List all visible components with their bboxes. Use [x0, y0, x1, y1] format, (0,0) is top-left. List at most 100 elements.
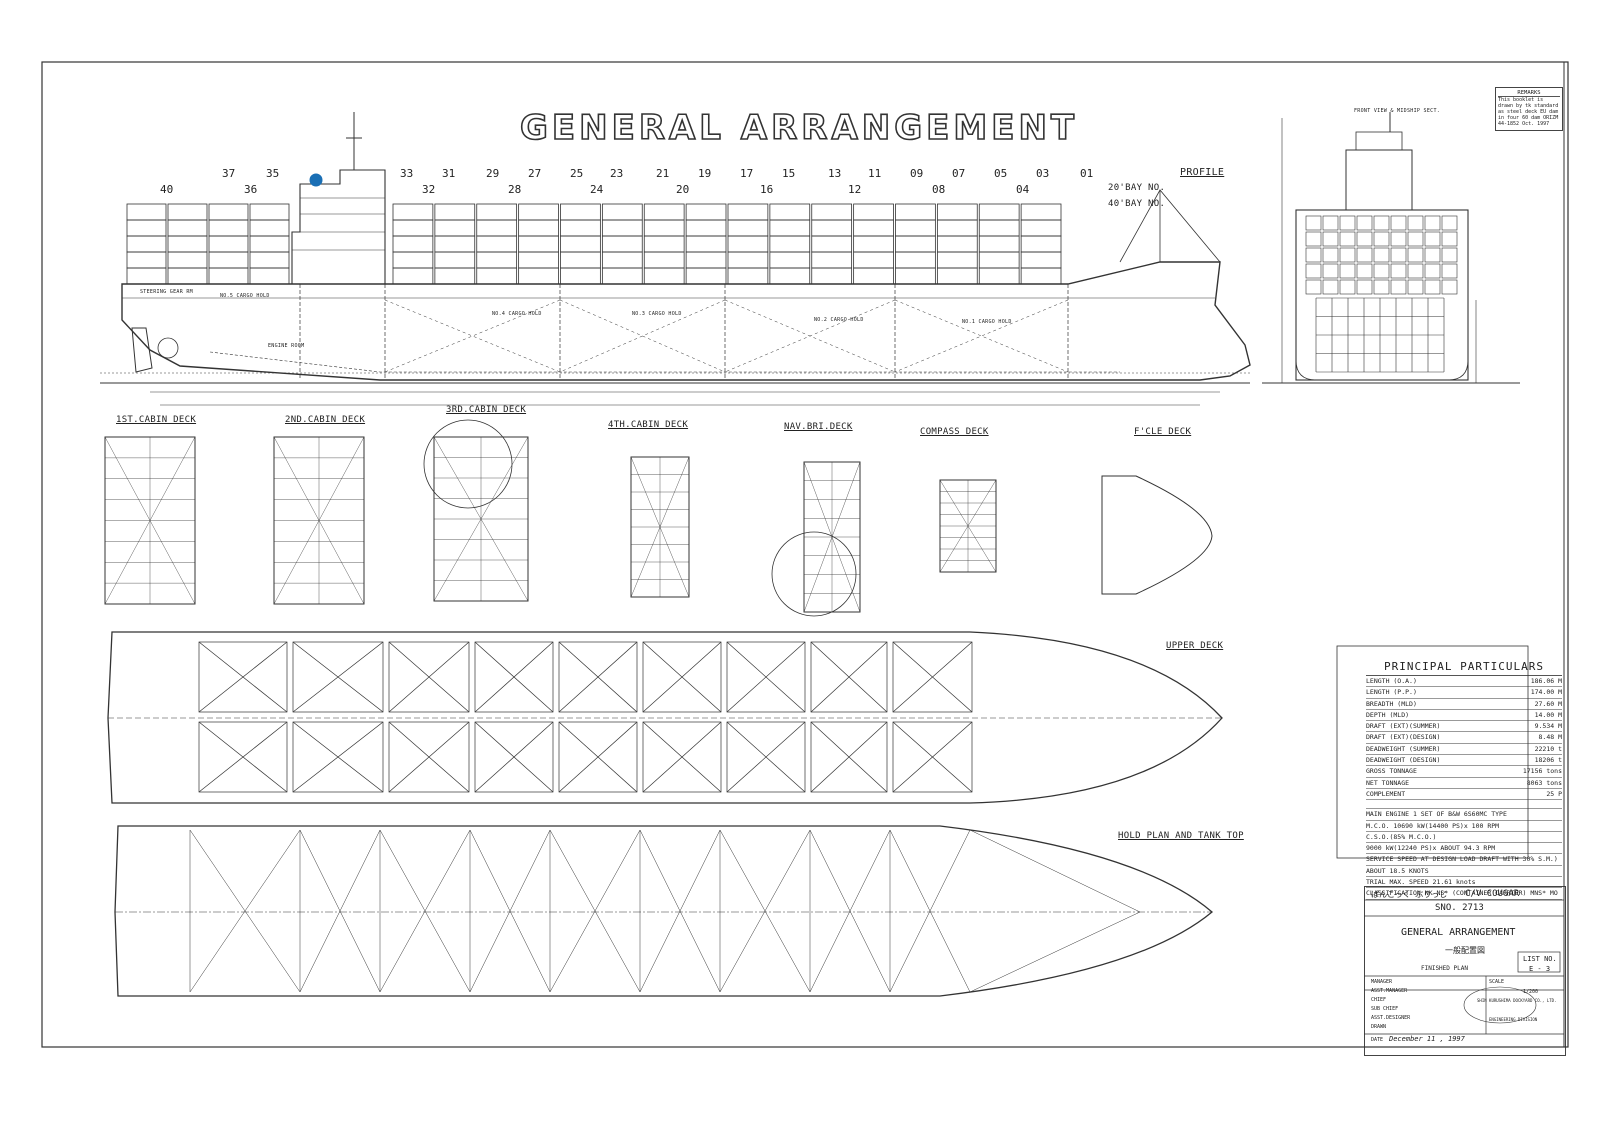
bay-20ft-09: 09 — [910, 167, 924, 180]
ship-sno: SNO. 2713 — [1435, 903, 1484, 913]
engine-spec-line: M.C.O. 10690 kW(14400 PS)x 100 RPM — [1366, 821, 1562, 832]
engineering-division: ENGINEERING DIVISION — [1489, 1017, 1538, 1022]
hold-plan-outline — [114, 825, 1214, 997]
compass-deck-plan — [939, 479, 997, 573]
particulars-label: GROSS TONNAGE — [1366, 767, 1417, 776]
bay-20ft-21: 21 — [656, 167, 670, 180]
fourth-cabin-deck-label: 4TH.CABIN DECK — [608, 420, 689, 430]
first-cabin-deck-label: 1ST.CABIN DECK — [116, 415, 197, 425]
signatory-role: MANAGER — [1371, 979, 1393, 985]
bay-20ft-33: 33 — [400, 167, 414, 180]
particulars-row: COMPLEMENT 25 P — [1366, 789, 1562, 801]
hold-label-1: NO.1 CARGO HOLD — [962, 319, 1012, 325]
particulars-value: 25 P — [1546, 789, 1562, 798]
drawing-main-title: GENERAL ARRANGEMENT — [519, 107, 1079, 149]
engine-spec-line: ABOUT 18.5 KNOTS — [1366, 866, 1562, 878]
particulars-value: 9.534 M — [1534, 722, 1562, 731]
bay-20ft-29: 29 — [486, 167, 500, 180]
accommodation-block — [291, 169, 386, 284]
ship-name: C/V COUGAR — [1465, 889, 1520, 899]
third-cabin-deck-plan — [433, 436, 529, 602]
bay-20ft-27: 27 — [528, 167, 542, 180]
fcle-deck-plan — [1101, 475, 1213, 595]
bay-20ft-23: 23 — [610, 167, 624, 180]
bay-40ft-04: 04 — [1016, 183, 1030, 196]
bay-40ft-32: 32 — [422, 183, 436, 196]
particulars-value: 8063 tons — [1526, 778, 1562, 787]
scale-label: SCALE — [1489, 979, 1505, 985]
hold-label-5: NO.5 CARGO HOLD — [220, 293, 270, 299]
bay-40ft-20: 20 — [676, 183, 690, 196]
bay-20ft-31: 31 — [442, 167, 456, 180]
bay-20ft-05: 05 — [994, 167, 1008, 180]
bay-40ft-36: 36 — [244, 183, 258, 196]
compass-deck-label: COMPASS DECK — [920, 427, 989, 437]
particulars-row: NET TONNAGE 8063 tons — [1366, 778, 1562, 789]
particulars-label: LENGTH (O.A.) — [1366, 677, 1417, 685]
drawing-date: December 11 , 1997 — [1389, 1035, 1465, 1043]
remarks-note: This booklet is drawn by tk standard as … — [1498, 97, 1559, 127]
signatory-role: SUB CHIEF — [1371, 1006, 1399, 1012]
bay-20ft-37: 37 — [222, 167, 236, 180]
particulars-value: 174.00 M — [1530, 688, 1562, 697]
particulars-row: BREADTH (MLD) 27.60 M — [1366, 699, 1562, 710]
list-no-label: LIST NO. — [1523, 955, 1557, 963]
bay-20ft-35: 35 — [266, 167, 280, 180]
finished-plan: FINISHED PLAN — [1421, 965, 1468, 972]
builder-name: SHIN KURUSHIMA DOCKYARD CO., LTD. — [1477, 998, 1557, 1003]
profile-hull — [121, 261, 1251, 381]
second-cabin-deck-label: 2ND.CABIN DECK — [285, 415, 366, 425]
first-cabin-deck-plan — [104, 436, 196, 605]
title-block: ぱんこっく ぶりっじ C/V COUGAR SNO. 2713 GENERAL … — [1364, 886, 1566, 1056]
particulars-value: 18206 t — [1534, 756, 1562, 765]
drawing-title: GENERAL ARRANGEMENT — [1401, 927, 1516, 938]
bay-20ft-25: 25 — [570, 167, 584, 180]
bay-40ft-24: 24 — [590, 183, 604, 196]
front-view-section — [1262, 112, 1520, 384]
principal-particulars-title: PRINCIPAL PARTICULARS — [1366, 660, 1562, 676]
engine-spec-line: 9000 kW(12240 PS)x ABOUT 94.3 RPM — [1366, 843, 1562, 855]
particulars-label: COMPLEMENT — [1366, 789, 1406, 798]
bay-40ft-12: 12 — [848, 183, 862, 196]
particulars-label: DEADWEIGHT (DESIGN) — [1366, 756, 1441, 765]
particulars-label: NET TONNAGE — [1366, 778, 1410, 787]
bay-20ft-13: 13 — [828, 167, 842, 180]
list-no: E - 3 — [1529, 965, 1551, 973]
particulars-row: DEADWEIGHT (DESIGN) 18206 t — [1366, 755, 1562, 767]
engine-spec-line: MAIN ENGINE 1 SET OF B&W 6S60MC TYPE — [1366, 809, 1562, 821]
hold-label-4: NO.4 CARGO HOLD — [492, 311, 542, 317]
steering-gear-label: STEERING GEAR RM — [140, 289, 193, 295]
engine-spec-line: C.S.O.(85% M.C.O.) — [1366, 832, 1562, 844]
particulars-row: DRAFT (EXT)(DESIGN)8.48 M — [1366, 732, 1562, 744]
particulars-row: LENGTH (O.A.) 186.06 M — [1366, 676, 1562, 688]
drawing-title-jp: 一般配置図 — [1445, 946, 1485, 955]
bay-20ft-15: 15 — [782, 167, 796, 180]
particulars-value: 186.06 M — [1530, 677, 1562, 685]
scale-value: 1/200 — [1523, 989, 1539, 995]
particulars-row: DEADWEIGHT (SUMMER) 22210 t — [1366, 744, 1562, 756]
second-cabin-deck-plan — [273, 436, 365, 605]
engine-room-label: ENGINE ROOM — [268, 343, 305, 349]
particulars-value: 14.00 M — [1534, 710, 1562, 719]
particulars-value: 22210 t — [1534, 744, 1562, 753]
bay40-label: 40'BAY NO. — [1108, 199, 1166, 209]
bay-40ft-28: 28 — [508, 183, 522, 196]
hold-plan-label: HOLD PLAN AND TANK TOP — [1118, 831, 1244, 841]
bay-20ft-11: 11 — [868, 167, 882, 180]
particulars-value: 8.48 M — [1538, 733, 1562, 742]
particulars-label: BREADTH (MLD) — [1366, 699, 1417, 708]
particulars-value: 27.60 M — [1534, 699, 1562, 708]
profile-label: PROFILE — [1180, 167, 1225, 178]
bay-20ft-17: 17 — [740, 167, 754, 180]
fourth-cabin-deck-plan — [630, 456, 690, 598]
nav-bridge-deck-label: NAV.BRI.DECK — [784, 422, 853, 432]
bay-20ft-07: 07 — [952, 167, 966, 180]
particulars-label: DEADWEIGHT (SUMMER) — [1366, 744, 1441, 753]
remarks-box: REMARKS This booklet is drawn by tk stan… — [1495, 87, 1563, 131]
particulars-row: LENGTH (P.P.) 174.00 M — [1366, 687, 1562, 699]
bay-20ft-19: 19 — [698, 167, 712, 180]
bay-20ft-03: 03 — [1036, 167, 1050, 180]
particulars-label: LENGTH (P.P.) — [1366, 688, 1417, 697]
sheet-border — [41, 61, 1569, 1048]
